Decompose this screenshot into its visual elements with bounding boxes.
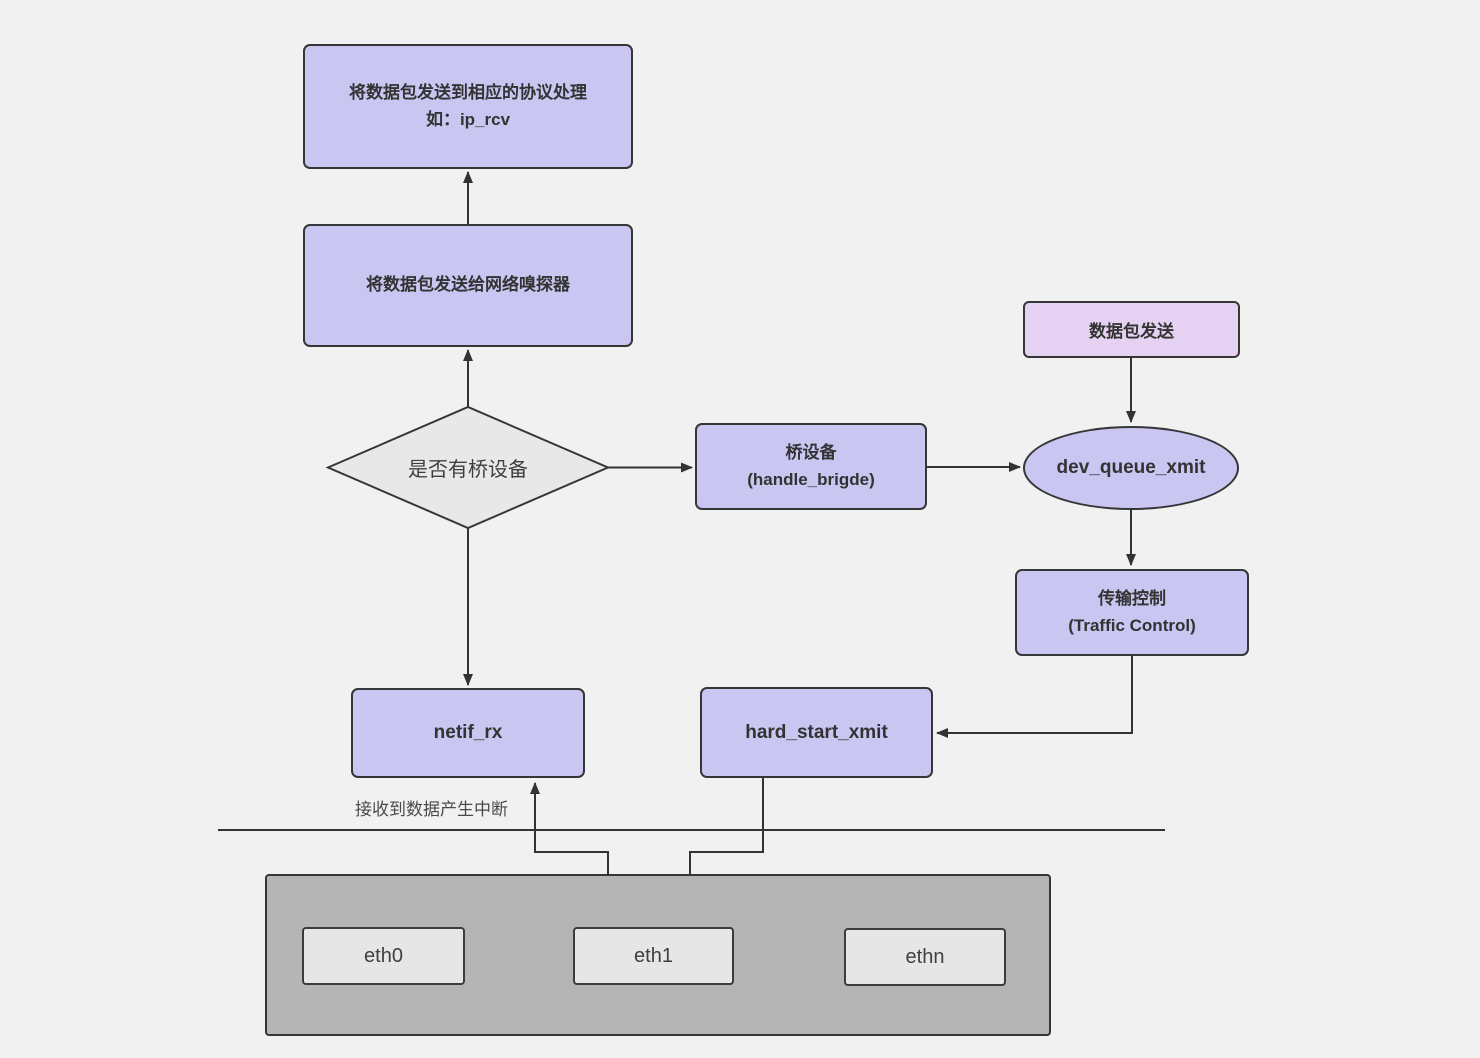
node-netif-rx: netif_rx (351, 688, 585, 778)
node-bridge-device: 桥设备 (handle_brigde) (695, 423, 927, 510)
node-sniffer-label: 将数据包发送给网络嗅探器 (366, 275, 570, 295)
node-traffic-control-line2: (Traffic Control) (1068, 615, 1196, 635)
node-bridge-decision-label: 是否有桥设备 (348, 437, 588, 497)
node-netif-rx-label: netif_rx (433, 722, 503, 744)
node-dev-queue-xmit-label: dev_queue_xmit (1056, 457, 1206, 478)
node-hard-start-xmit-label: hard_start_xmit (745, 721, 888, 743)
node-ethn: ethn (844, 928, 1006, 986)
node-bridge-device-line2: (handle_brigde) (747, 469, 875, 489)
node-dev-queue-xmit: dev_queue_xmit (1023, 426, 1239, 510)
bridge-decision-text: 是否有桥设备 (408, 458, 528, 481)
node-traffic-control: 传输控制 (Traffic Control) (1015, 569, 1249, 656)
interrupt-annotation: 接收到数据产生中断 (355, 800, 508, 819)
node-protocol-handler: 将数据包发送到相应的协议处理 如：ip_rcv (303, 44, 633, 169)
node-protocol-handler-line2: 如：ip_rcv (425, 109, 511, 129)
node-bridge-device-line1: 桥设备 (785, 443, 837, 463)
node-eth1-label: eth1 (634, 944, 673, 967)
node-packet-send-label: 数据包发送 (1089, 322, 1174, 341)
connector-traffic-control-to-hard-start-xmit (936, 656, 1133, 738)
node-sniffer: 将数据包发送给网络嗅探器 (303, 224, 633, 347)
node-traffic-control-line1: 传输控制 (1098, 589, 1166, 609)
node-packet-send: 数据包发送 (1023, 301, 1240, 358)
node-protocol-handler-line1: 将数据包发送到相应的协议处理 (349, 83, 587, 103)
node-ethn-label: ethn (905, 945, 945, 968)
node-eth0-label: eth0 (364, 944, 403, 967)
node-eth1: eth1 (573, 927, 734, 985)
node-hard-start-xmit: hard_start_xmit (700, 687, 933, 778)
node-eth0: eth0 (302, 927, 465, 985)
